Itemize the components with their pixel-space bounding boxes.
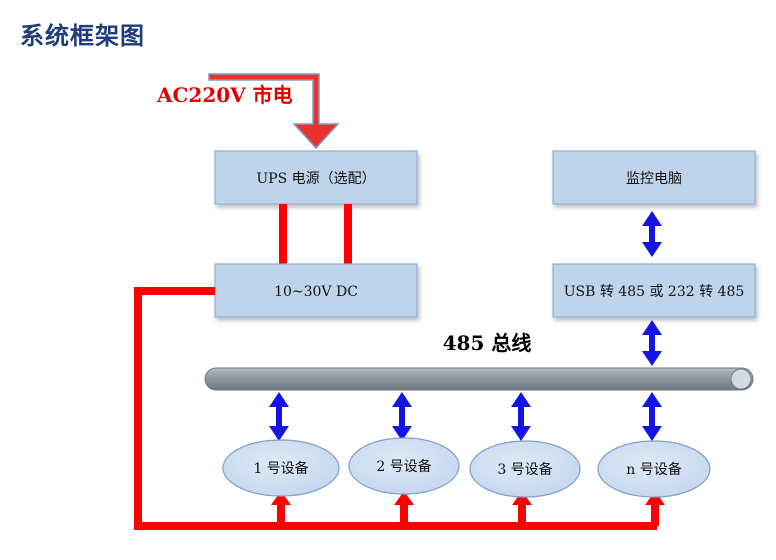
rs485-bus	[204, 367, 754, 391]
converter-bus-data-arrow	[642, 320, 662, 366]
ac-power-label: AC220V 市电	[156, 83, 293, 107]
device1-bus-data-arrow	[269, 392, 289, 441]
ups-power-block: UPS 电源（选配）	[214, 150, 418, 205]
devicen-bus-data-arrow	[642, 392, 662, 441]
page-title: 系统框架图	[20, 22, 145, 50]
pc-converter-data-arrow	[642, 211, 662, 257]
dc-supply-label: 10~30V DC	[274, 284, 358, 300]
device2-bus-data-arrow	[392, 392, 412, 441]
device-n-label: n 号设备	[626, 461, 681, 478]
device-n: n 号设备	[597, 440, 711, 498]
device3-bus-data-arrow	[511, 392, 531, 441]
usb-485-converter-block: USB 转 485 或 232 转 485	[552, 263, 756, 318]
dc-supply-block: 10~30V DC	[214, 263, 418, 318]
ups-power-label: UPS 电源（选配）	[256, 171, 375, 187]
device-1-label: 1 号设备	[253, 460, 308, 477]
device-2: 2 号设备	[348, 437, 460, 495]
device-1: 1 号设备	[222, 439, 340, 497]
ac-input-arrow	[208, 73, 340, 150]
usb-485-converter-label: USB 转 485 或 232 转 485	[564, 284, 745, 300]
ups-to-dc-power-lines	[279, 204, 352, 264]
device-3-label: 3 号设备	[497, 461, 552, 478]
device-power-feed-line	[134, 287, 657, 530]
device-2-label: 2 号设备	[376, 458, 431, 475]
device-3: 3 号设备	[469, 440, 581, 498]
monitor-pc-label: 监控电脑	[626, 171, 682, 187]
monitor-pc-block: 监控电脑	[552, 150, 756, 205]
device-power-arrows	[271, 491, 665, 526]
rs485-bus-label: 485 总线	[443, 331, 532, 355]
data-link-arrows	[269, 211, 662, 441]
